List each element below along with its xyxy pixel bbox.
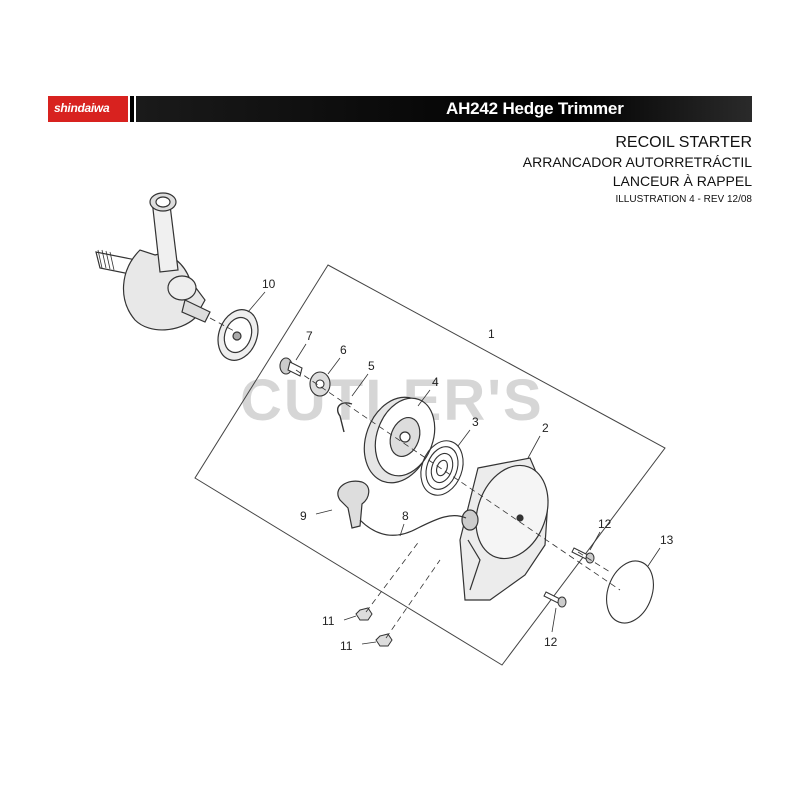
part-6-ratchet — [309, 371, 331, 397]
callout-5: 5 — [368, 359, 375, 373]
callout-4: 4 — [432, 375, 439, 389]
leader-6 — [327, 357, 341, 375]
callout-8: 8 — [402, 509, 409, 523]
part-11-nut-lower — [375, 633, 393, 647]
section-title-english: RECOIL STARTER — [615, 134, 752, 151]
callout-12-lower: 12 — [544, 635, 558, 649]
leader-12a — [589, 531, 601, 551]
brand-logo: shindaiwa — [54, 101, 110, 115]
leader-3 — [457, 429, 471, 447]
leader-10 — [247, 291, 266, 313]
leader-11b — [361, 641, 377, 645]
part-12-screw-upper — [571, 547, 595, 564]
callout-3: 3 — [472, 415, 479, 429]
part-4-reel — [363, 396, 436, 484]
leader-8 — [399, 523, 405, 537]
callout-6: 6 — [340, 343, 347, 357]
leader-7 — [295, 343, 307, 361]
header-divider — [130, 96, 134, 122]
leader-2 — [527, 435, 541, 459]
leader-13 — [647, 547, 661, 567]
part-13-cover-label — [606, 560, 654, 624]
header-bar: shindaiwa AH242 Hedge Trimmer — [48, 96, 752, 122]
callout-2: 2 — [542, 421, 549, 435]
callout-10: 10 — [262, 277, 276, 291]
alignment-lines — [209, 317, 621, 639]
part-7-bolt — [279, 357, 303, 377]
part-12-screw-lower — [543, 591, 567, 608]
callout-9: 9 — [300, 509, 307, 523]
callout-12-upper: 12 — [598, 517, 612, 531]
callout-13: 13 — [660, 533, 674, 547]
leader-5 — [351, 373, 369, 397]
callout-11-lower: 11 — [340, 639, 353, 653]
part-10-starter-pulley — [217, 309, 259, 361]
callout-11-upper: 11 — [322, 614, 335, 628]
leader-9 — [315, 509, 333, 515]
assembly-boundary — [194, 264, 666, 666]
part-9-handle — [337, 480, 370, 529]
part-11-nut-upper — [355, 607, 373, 621]
leader-11a — [343, 615, 357, 621]
section-title-spanish: ARRANCADOR AUTORRETRÁCTIL — [522, 154, 752, 170]
title-banner: AH242 Hedge Trimmer — [136, 96, 752, 122]
product-title: AH242 Hedge Trimmer — [446, 99, 624, 118]
brand-logo-block: shindaiwa — [48, 96, 128, 122]
section-title-french: LANCEUR À RAPPEL — [612, 173, 752, 189]
callout-1: 1 — [488, 327, 495, 341]
callout-7: 7 — [306, 329, 313, 343]
crankshaft — [95, 192, 211, 331]
part-5-spring-clip — [336, 402, 353, 433]
illustration-revision: ILLUSTRATION 4 - REV 12/08 — [615, 194, 752, 205]
part-8-starter-rope — [359, 515, 467, 536]
leader-4 — [417, 389, 431, 407]
part-2-starter-case — [459, 457, 549, 601]
leader-12b — [551, 607, 557, 633]
